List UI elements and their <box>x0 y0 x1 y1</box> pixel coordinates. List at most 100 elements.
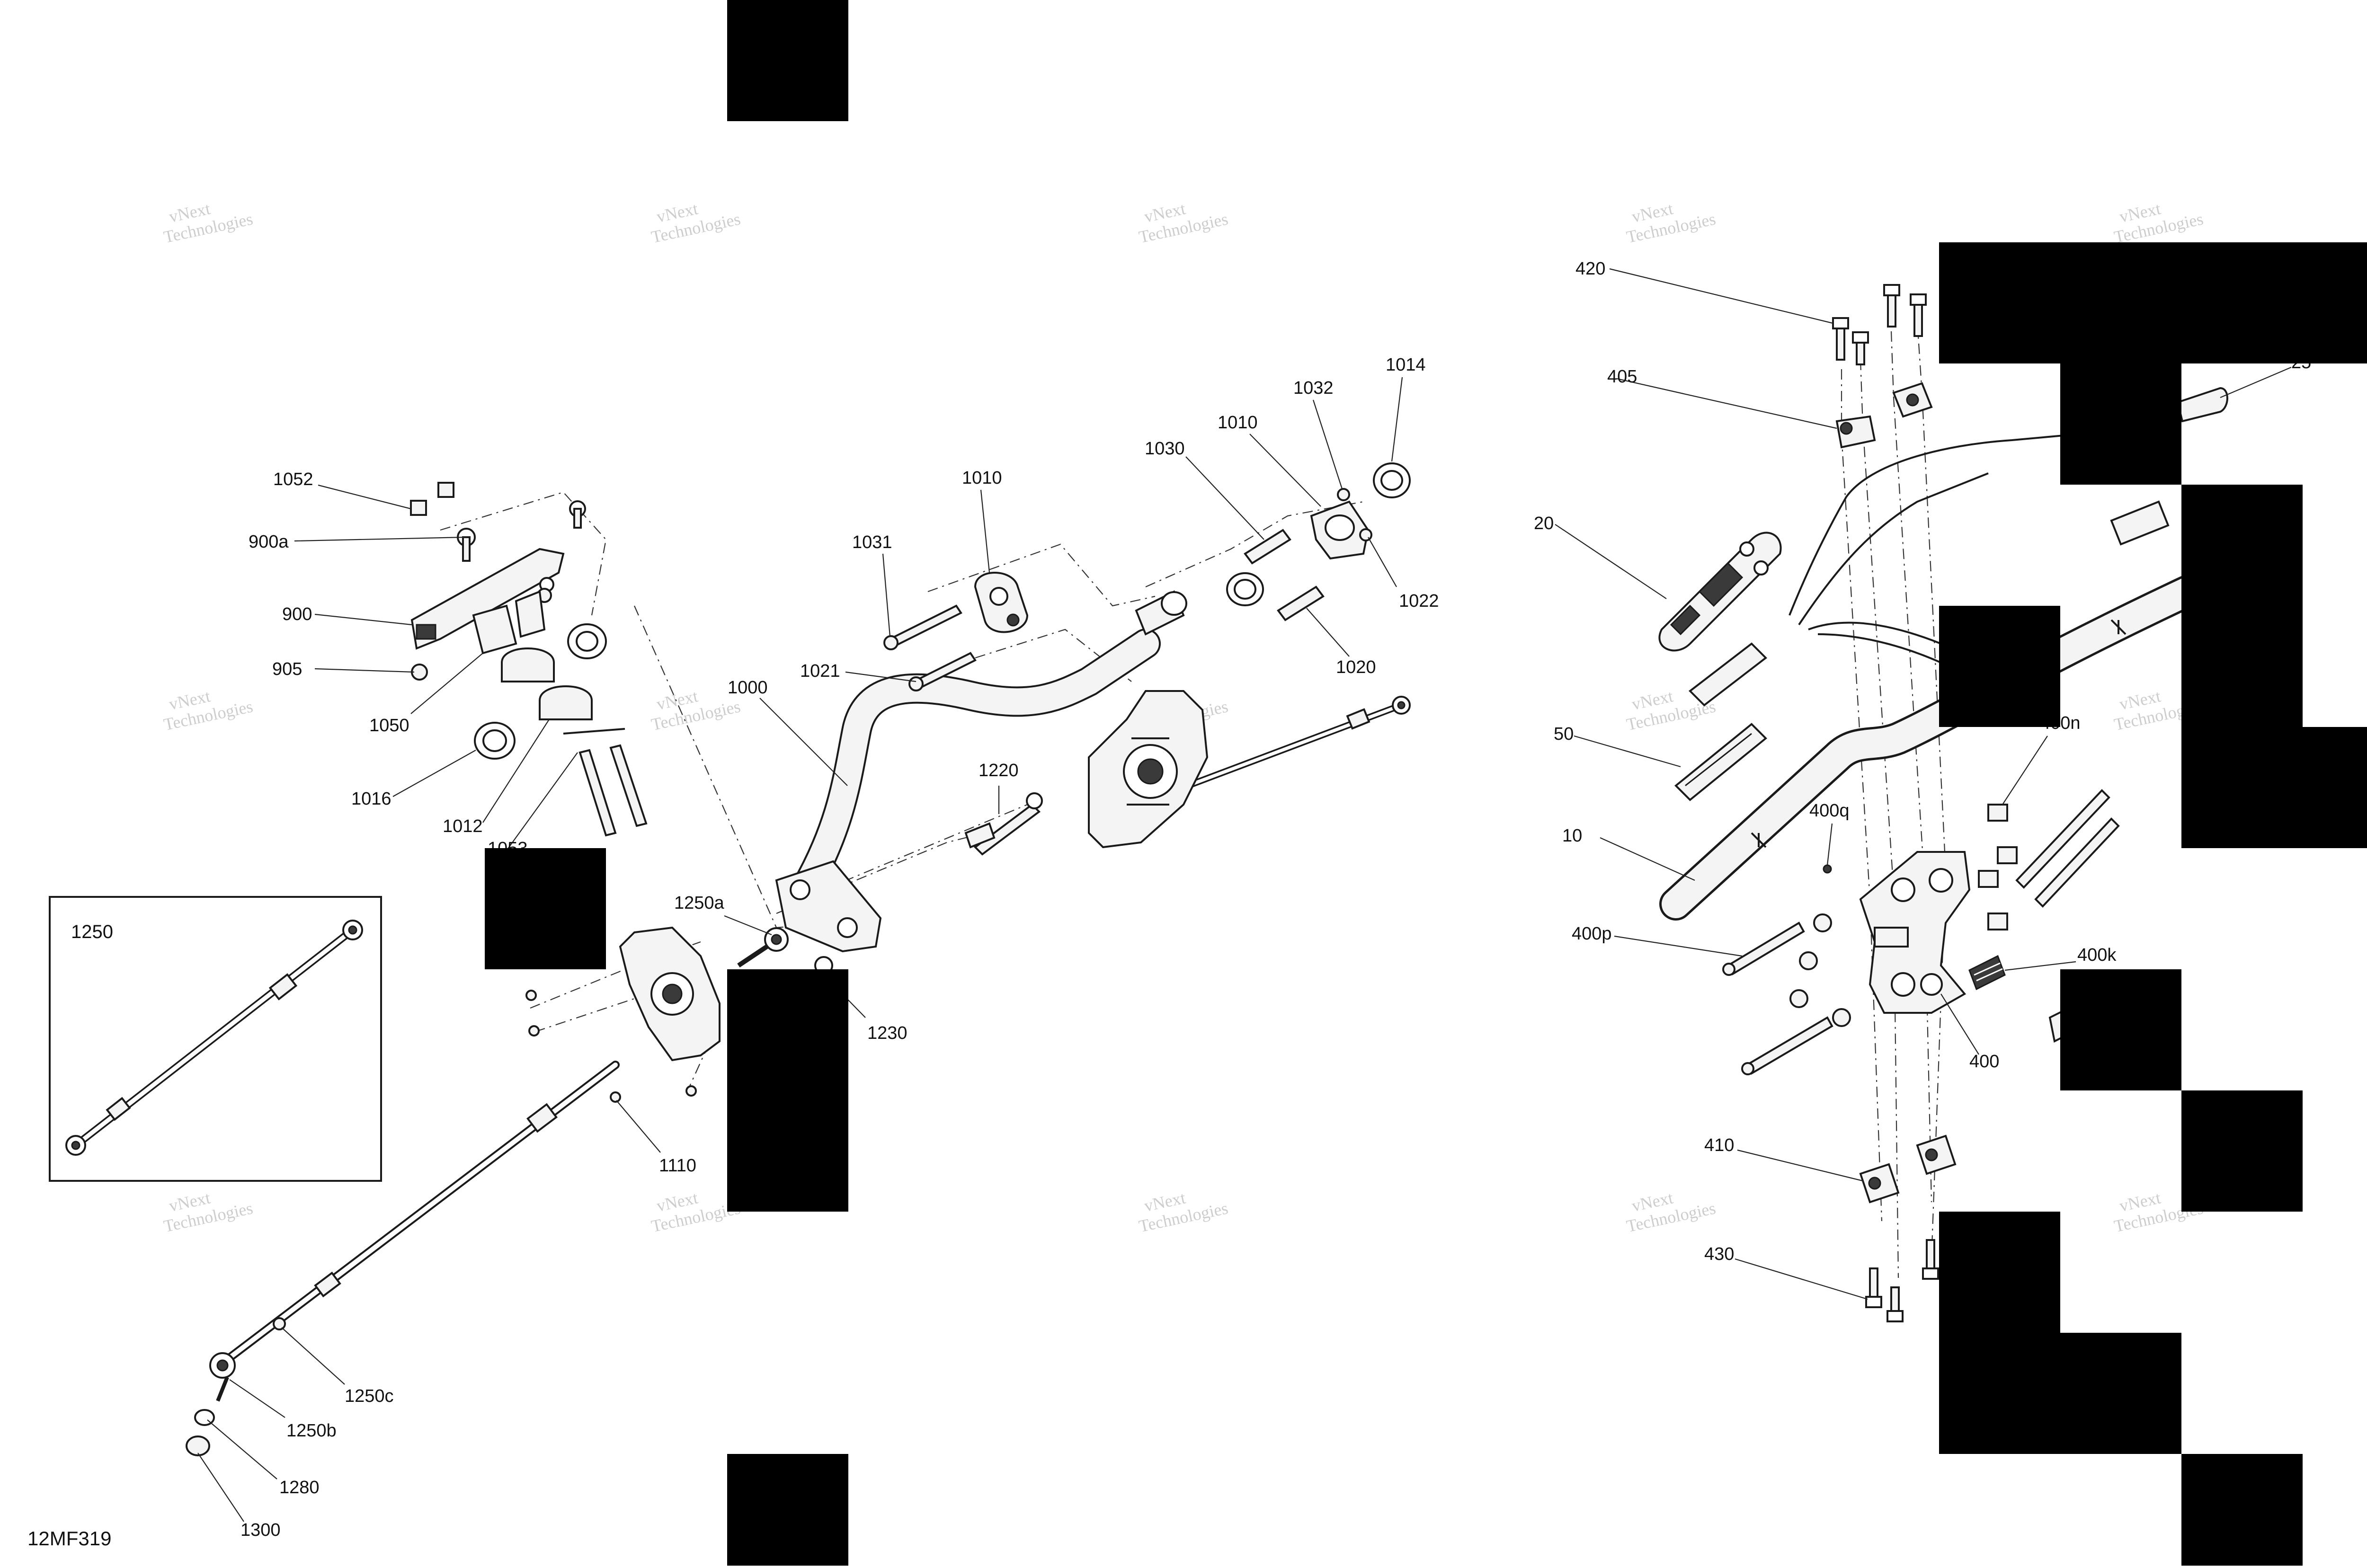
nut-1032 <box>1337 488 1350 501</box>
seal-1016-upper-bore <box>576 631 598 652</box>
leader-line <box>506 752 578 851</box>
leader-line <box>1306 608 1350 657</box>
clamp-410-hole <box>1868 1177 1881 1190</box>
bolt-1220-head <box>1026 792 1043 809</box>
leader-line <box>1737 1149 1863 1182</box>
leader-line <box>207 1419 277 1479</box>
callout-label: 20 <box>1534 514 1554 533</box>
leader-line <box>1735 1258 1868 1300</box>
redaction-block <box>485 848 606 969</box>
throttle-cable <box>1798 472 1989 626</box>
redaction-block <box>727 0 848 121</box>
callout-label: 10 <box>1562 826 1582 846</box>
leader-line <box>1600 837 1695 881</box>
tie-rod-end-1250b-hole <box>216 1359 229 1372</box>
assembly-line <box>1916 321 1947 1259</box>
riser-hole <box>1929 868 1953 893</box>
callout-label: 1020 <box>1336 657 1376 677</box>
callout-label: 400 <box>1969 1052 1999 1072</box>
tie-rod-lock-nut <box>314 1271 341 1298</box>
leader-line <box>1249 434 1321 507</box>
redaction-block <box>2060 1333 2181 1454</box>
bolt-400p-tip <box>1722 963 1735 976</box>
leader-line <box>281 1327 345 1385</box>
callout-label: 400p <box>1572 924 1612 944</box>
spring-400k <box>1968 955 2006 991</box>
leader-line <box>2004 961 2076 971</box>
bolt-shank-900a <box>462 536 471 562</box>
callout-label: 1032 <box>1293 378 1334 398</box>
steering-column-1000 <box>792 630 1159 903</box>
leader-line <box>1185 456 1264 540</box>
bolt <box>1745 1016 1833 1075</box>
callout-label: 900 <box>282 604 312 624</box>
bushing-1050-lower <box>501 647 555 682</box>
redaction-block <box>2303 727 2367 848</box>
bushing-1050-upper <box>472 604 517 655</box>
tie-rod-end-hole <box>1397 701 1406 709</box>
tie-rod-collar <box>268 973 298 1001</box>
assembly-line <box>1145 501 1364 588</box>
clamp-bolt-hole <box>1006 613 1020 627</box>
nut-1052 <box>410 500 427 516</box>
assembly-line <box>975 629 1132 682</box>
leader-line <box>392 750 476 797</box>
leader-line <box>229 1379 285 1418</box>
housing-shaft <box>1137 758 1164 785</box>
callout-label: 1250c <box>345 1386 394 1406</box>
steering-column-assembly <box>186 462 1411 1456</box>
washer <box>1832 1008 1851 1027</box>
assembly-line <box>823 804 1028 891</box>
bushing-ring-bore <box>1234 579 1256 600</box>
leader-line <box>314 613 412 626</box>
callout-label: 905 <box>272 659 302 679</box>
riser-boss <box>1874 927 1909 948</box>
callout-label: 1250b <box>286 1421 337 1441</box>
bolt <box>2034 817 2120 908</box>
screw <box>528 1025 540 1036</box>
callout-label: 1031 <box>852 532 892 552</box>
bolt-420-head <box>1910 293 1927 306</box>
bolt-430-head <box>1865 1296 1882 1308</box>
callout-label: 1220 <box>979 761 1019 780</box>
tie-rod-end-upper-hole <box>348 925 357 935</box>
assembly-line <box>927 543 1156 607</box>
callout-label: 410 <box>1704 1135 1734 1155</box>
heater-line <box>1685 733 1752 787</box>
diagram-code: 12MF319 <box>27 1527 111 1550</box>
leader-line <box>1574 735 1681 768</box>
redaction-block <box>1939 1212 2060 1454</box>
base-plate-hole <box>790 879 810 900</box>
base-plate-hole <box>837 917 858 938</box>
washer <box>1799 951 1818 970</box>
bolt-1031 <box>889 604 962 647</box>
callout-label: 1250a <box>674 893 725 913</box>
nut-1022 <box>1359 528 1372 541</box>
redaction-block <box>2181 1090 2303 1212</box>
handlebar-assembly <box>1658 284 2228 1322</box>
handlebar-mark <box>2110 619 2127 635</box>
bolt-1053 <box>609 744 648 827</box>
bolt-420-head <box>1852 331 1869 344</box>
leader-line <box>2220 366 2292 399</box>
bolt-420 <box>1836 326 1845 361</box>
callout-label: 1012 <box>443 816 483 836</box>
leader-line <box>1616 378 1837 429</box>
tie-rod-end-lower-hole <box>71 1141 80 1150</box>
assembly-line <box>1860 359 1899 1278</box>
shim-line <box>563 728 625 735</box>
leader-line <box>616 1100 661 1153</box>
throttle-housing <box>1688 642 1768 707</box>
screw-1110 <box>610 1091 621 1103</box>
jam-nut <box>1346 708 1370 730</box>
leader-line <box>980 489 990 573</box>
assembly-line <box>1841 369 1883 1222</box>
leader-line <box>2002 735 2048 805</box>
tie-rod-end-1250a-shank <box>737 944 768 968</box>
bolt-430 <box>1926 1239 1935 1269</box>
tie-rod-collar <box>526 1103 558 1133</box>
